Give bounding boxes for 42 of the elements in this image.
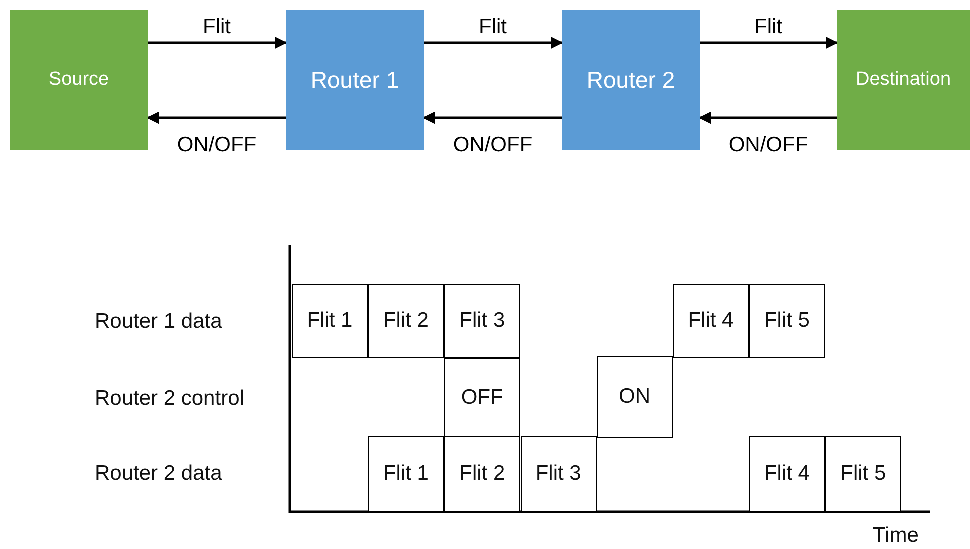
timing-slot	[596, 356, 673, 438]
endpoint-box	[10, 10, 148, 150]
slot-label: OFF	[461, 386, 504, 410]
slot-label: Flit 5	[840, 462, 886, 486]
timing-slot	[444, 436, 520, 512]
timing-slot	[749, 436, 826, 512]
timing-slot	[825, 436, 902, 512]
slot-label: Flit 3	[460, 309, 506, 333]
timing-slot	[673, 284, 749, 358]
router-box	[286, 10, 424, 150]
slot-label: Flit 2	[460, 462, 506, 486]
arrow	[698, 112, 837, 124]
slot-label: ON	[619, 385, 651, 409]
slot-label: Flit 4	[688, 309, 734, 333]
slot-label: Flit 5	[764, 309, 810, 333]
node-label: Router 1	[310, 66, 400, 94]
slot-label: Flit 4	[764, 462, 810, 486]
row-label: Router 2 control	[95, 387, 244, 411]
arrow	[424, 36, 564, 50]
slot-label: Flit 1	[307, 309, 353, 333]
timing-slot	[444, 358, 520, 438]
arrow	[146, 112, 286, 124]
arrow	[700, 36, 838, 50]
node-label: Router 2	[586, 66, 676, 94]
axis-label: Time	[873, 524, 919, 548]
node-label: Source	[48, 69, 110, 91]
slot-label: Flit 1	[383, 462, 429, 486]
timing-slot	[749, 284, 826, 358]
timing-slot	[368, 284, 444, 358]
endpoint-box	[837, 10, 970, 150]
arrow	[148, 36, 288, 50]
timing-slot	[368, 436, 444, 512]
slot-label: Flit 2	[383, 309, 429, 333]
timing-slot	[520, 436, 597, 512]
router-box	[562, 10, 700, 150]
node-label: Destination	[856, 69, 952, 91]
row-label: Router 1 data	[95, 310, 222, 334]
slot-label: Flit 3	[536, 462, 582, 486]
row-label: Router 2 data	[95, 462, 222, 486]
arrow	[422, 112, 562, 124]
timing-slot	[292, 284, 368, 358]
timing-slot	[444, 284, 520, 358]
